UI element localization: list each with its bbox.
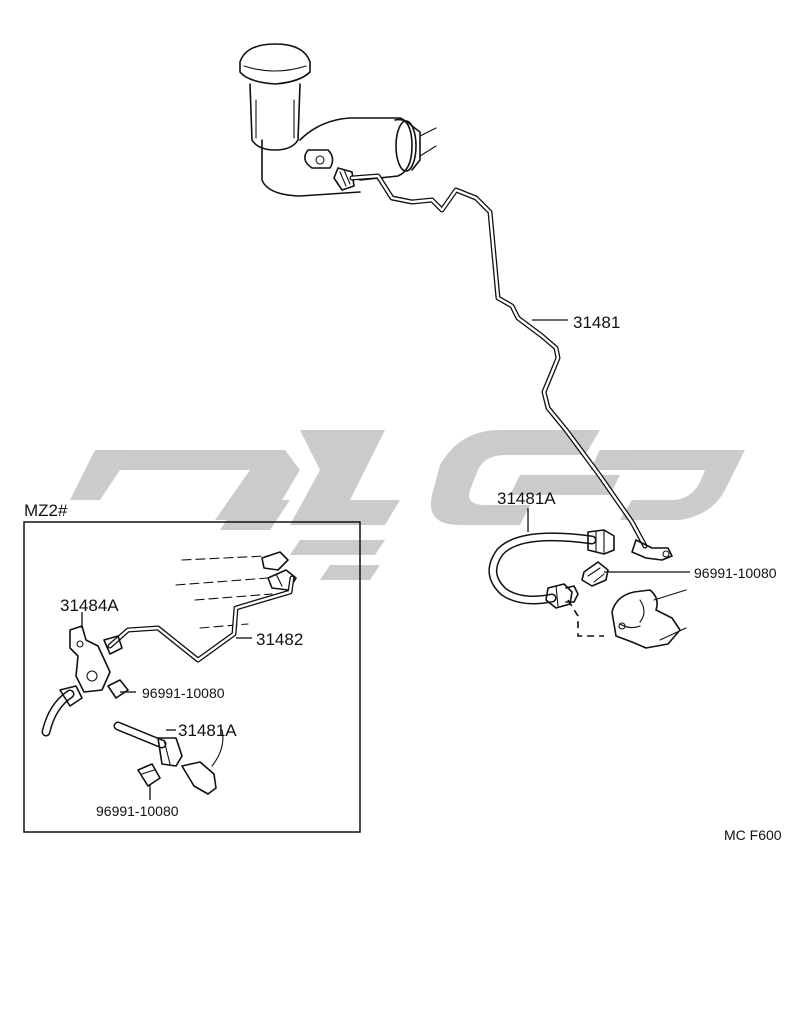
hose-clip-main [581, 561, 609, 587]
inset-clip-lower [137, 763, 161, 787]
inset-bracket-31484a [69, 625, 111, 693]
inset-clip-upper [107, 679, 129, 699]
label-clip-upper: 96991-10080 [142, 685, 225, 701]
label-31482: 31482 [256, 630, 303, 649]
master-cylinder [239, 43, 437, 197]
label-clip-lower: 96991-10080 [96, 803, 179, 819]
inset-title: MZ2# [24, 501, 68, 520]
watermark-logo [70, 430, 745, 580]
clutch-tube-31481 [349, 173, 673, 561]
label-31481: 31481 [573, 313, 620, 332]
inset-frame [23, 521, 361, 833]
label-31481a-inset: 31481A [178, 721, 237, 740]
clutch-hose-31481a [488, 529, 615, 609]
release-cylinder [567, 589, 687, 649]
label-31481a-main: 31481A [497, 489, 556, 508]
inset-mz2: MZ2# 31484A 31482 [23, 501, 361, 833]
label-clip-main: 96991-10080 [694, 565, 777, 581]
figure-code: MC F600 [724, 827, 782, 843]
label-31484a: 31484A [60, 596, 119, 615]
